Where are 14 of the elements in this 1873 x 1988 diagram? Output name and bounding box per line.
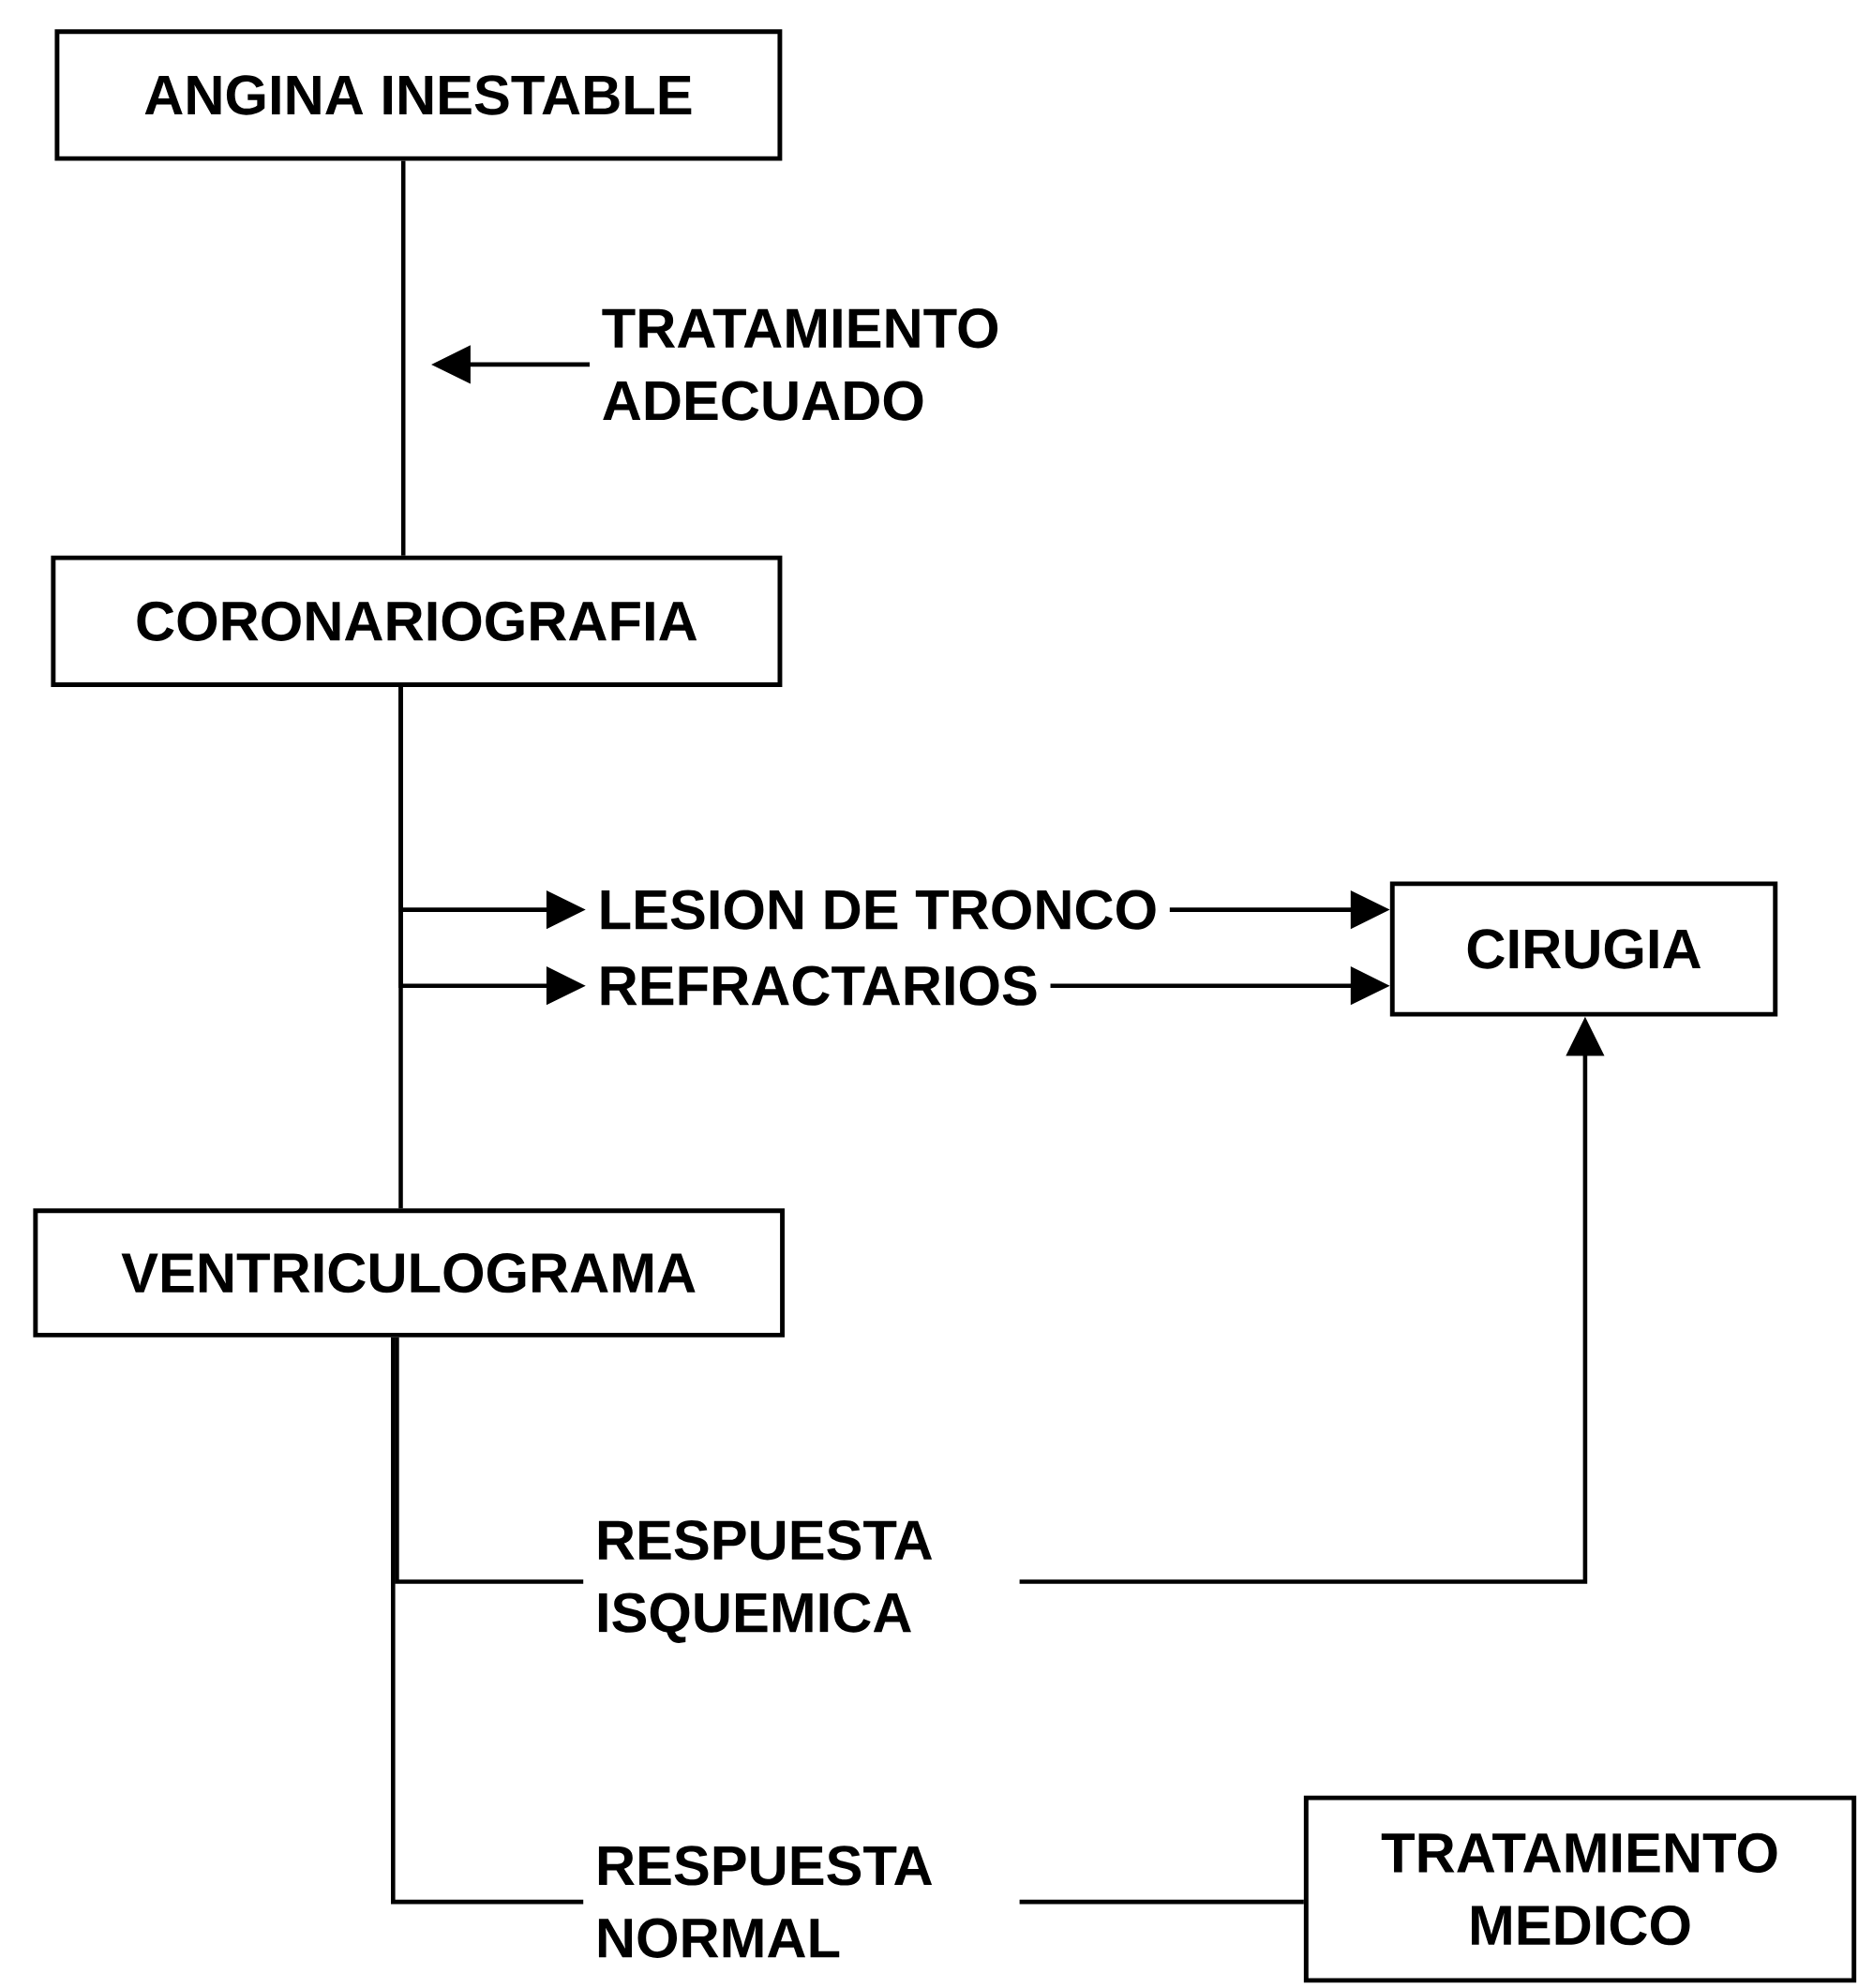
process-box: CIRUGIA [1389,881,1778,1017]
step-label: RESPUESTA NORMAL [598,1846,933,1958]
process-box: CORONARIOGRAFIA [51,555,783,687]
step-label: LESION DE TRONCO [601,889,1156,930]
step-label: TRATAMIENTO ADECUADO [602,308,998,421]
step-label: REFRACTARIOS [601,965,1037,1006]
connector-line [395,1337,584,1584]
connector-line [1019,1899,1304,1905]
connector-line [400,160,406,556]
process-box: ANGINA INESTABLE [54,29,783,161]
step-label: RESPUESTA ISQUEMICA [598,1520,933,1643]
connector-line [391,1337,584,1905]
process-box: TRATAMIENTO MEDICO [1303,1795,1857,1983]
process-box: VENTRICULOGRAMA [33,1208,785,1338]
